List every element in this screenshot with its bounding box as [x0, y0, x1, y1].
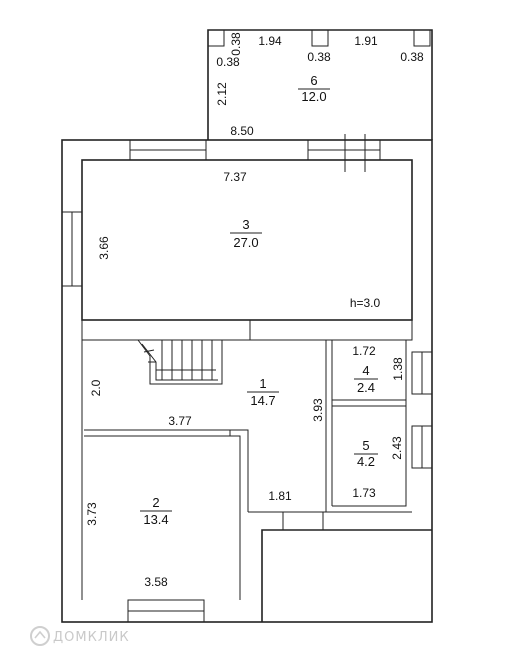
- svg-text:3: 3: [242, 217, 249, 232]
- dim-3-93: 3.93: [311, 398, 325, 422]
- windows: [61, 134, 433, 623]
- dim-1-72: 1.72: [352, 344, 376, 358]
- svg-text:14.7: 14.7: [250, 393, 275, 408]
- dim-0-38-left: 0.38: [216, 55, 240, 69]
- svg-text:4: 4: [362, 363, 369, 378]
- svg-text:4.2: 4.2: [357, 454, 375, 469]
- svg-text:13.4: 13.4: [143, 512, 168, 527]
- svg-text:1: 1: [259, 376, 266, 391]
- room-1-label: 1 14.7: [247, 376, 279, 408]
- dim-1-38: 1.38: [391, 357, 405, 381]
- dim-2-12: 2.12: [215, 82, 229, 106]
- watermark: ДОМКЛИК: [30, 626, 130, 646]
- staircase: [137, 339, 223, 385]
- svg-text:6: 6: [310, 73, 317, 88]
- svg-text:2: 2: [152, 495, 159, 510]
- svg-text:5: 5: [362, 438, 369, 453]
- dim-3-73: 3.73: [85, 502, 99, 526]
- dim-1-91: 1.91: [354, 34, 378, 48]
- dim-0-38-right: 0.38: [400, 50, 424, 64]
- ceiling-height: h=3.0: [350, 296, 381, 310]
- room-5-label: 5 4.2: [354, 438, 378, 469]
- room-2-label: 2 13.4: [140, 495, 172, 527]
- watermark-text: ДОМКЛИК: [53, 630, 130, 645]
- dim-0-38-vertical: 0.38: [229, 32, 243, 56]
- dim-3-58: 3.58: [144, 575, 168, 589]
- room-4-label: 4 2.4: [354, 363, 378, 395]
- domclick-logo-icon: [30, 626, 50, 646]
- dim-3-66: 3.66: [97, 236, 111, 260]
- dim-8-50: 8.50: [230, 124, 254, 138]
- svg-text:12.0: 12.0: [301, 89, 326, 104]
- room-3-label: 3 27.0: [230, 217, 262, 250]
- exterior-walls: [61, 139, 433, 623]
- dimension-labels: 1.94 1.91 0.38 0.38 0.38 0.38 2.12 8.50 …: [85, 32, 424, 589]
- dim-1-94: 1.94: [258, 34, 282, 48]
- dim-0-38-middle: 0.38: [307, 50, 331, 64]
- svg-text:27.0: 27.0: [233, 235, 258, 250]
- svg-text:2.4: 2.4: [357, 380, 375, 395]
- dim-3-77: 3.77: [168, 414, 192, 428]
- interior-walls: [81, 319, 432, 622]
- dim-1-73: 1.73: [352, 486, 376, 500]
- dim-1-81: 1.81: [268, 489, 292, 503]
- balcony-outline: [207, 29, 433, 140]
- dim-2-0: 2.0: [89, 379, 103, 396]
- room-6-label: 6 12.0: [298, 73, 330, 104]
- dim-2-43: 2.43: [390, 436, 404, 460]
- dim-7-37: 7.37: [223, 170, 247, 184]
